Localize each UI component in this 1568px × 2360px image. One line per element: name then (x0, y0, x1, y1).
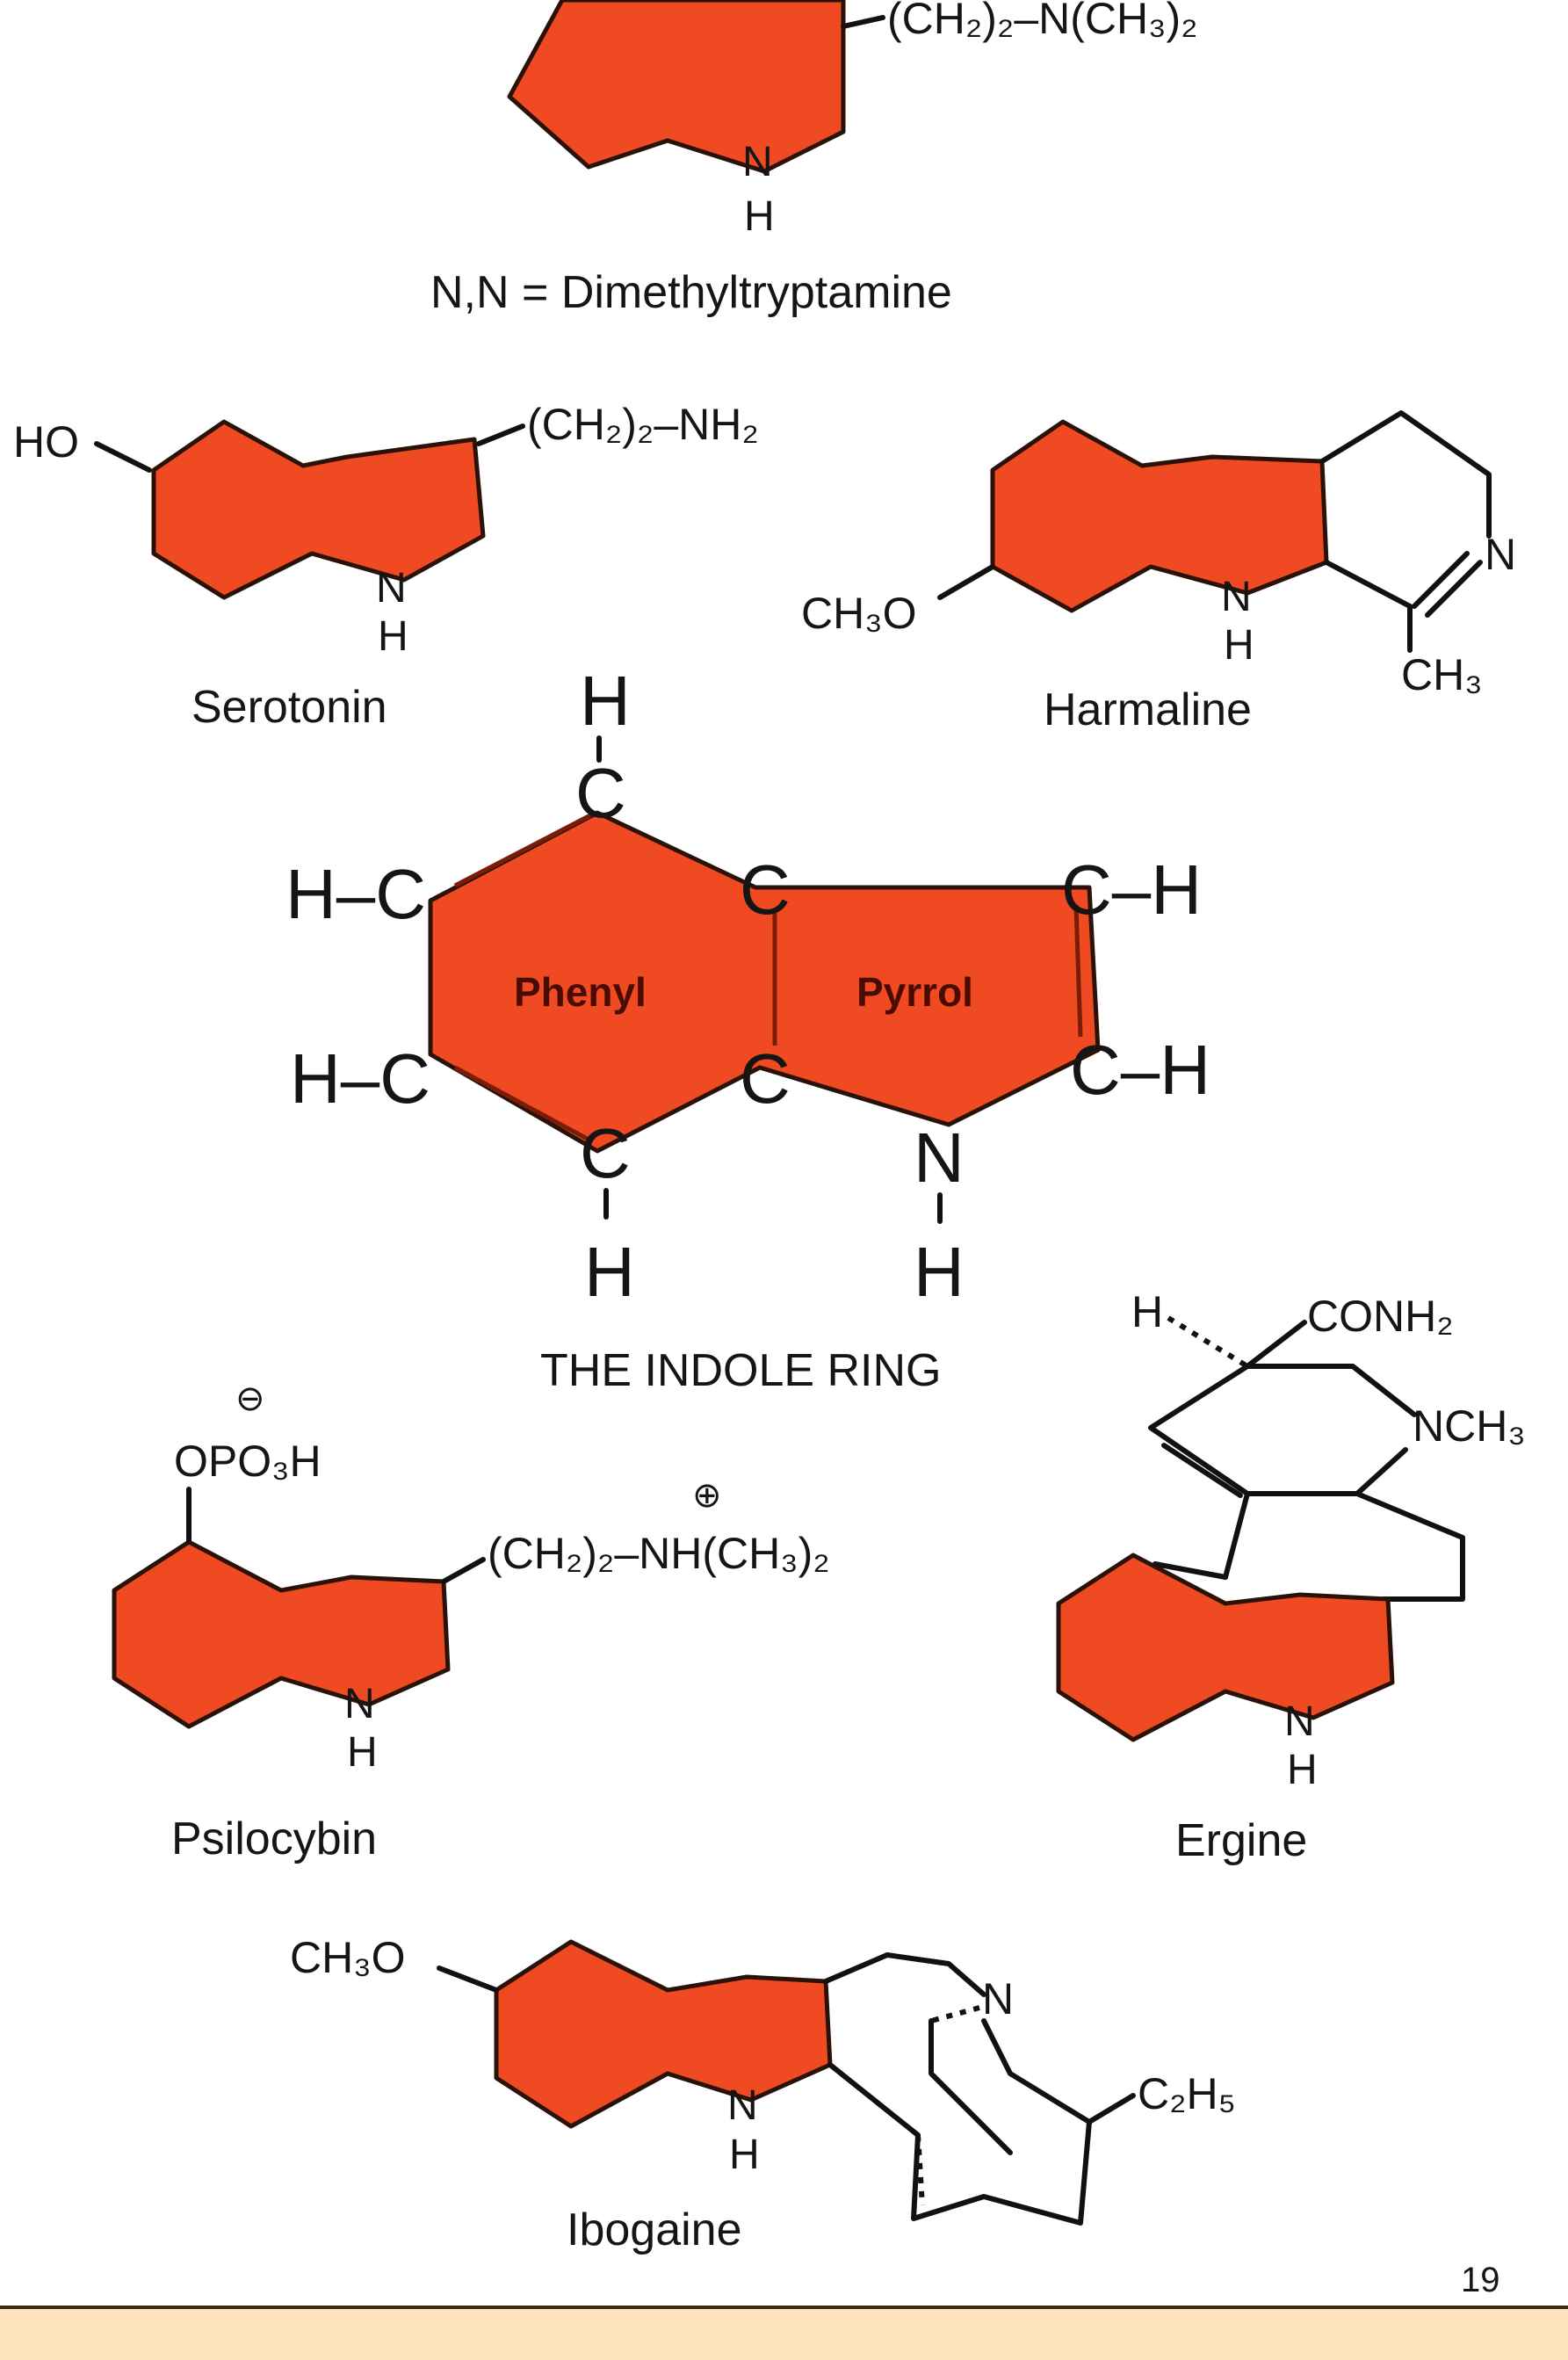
harmaline-methoxy-bond (937, 564, 995, 600)
ibogaine-structure: CH₃O N C₂H₅ N H Ibogaine (290, 1933, 1236, 2255)
indole-c-junction-bottom: C (740, 1039, 791, 1118)
ibogaine-name: Ibogaine (567, 2204, 742, 2255)
footer-band (0, 2309, 1568, 2360)
harmaline-indole-fill (990, 419, 1329, 613)
ergine-hashed-bond (1167, 1315, 1249, 1369)
ergine-amide: CONH₂ (1307, 1292, 1454, 1341)
dmt-nh-h: H (744, 193, 775, 240)
indole-double-bond-bottom (453, 1065, 592, 1143)
serotonin-side-bond (476, 423, 525, 446)
harmaline-nh-n: N (1221, 574, 1252, 620)
ibogaine-methoxy: CH₃O (290, 1933, 405, 1982)
harmaline-methoxy: CH₃O (801, 589, 916, 638)
ergine-right-ring-bonds (1355, 1491, 1465, 1602)
psilocybin-nh-h: H (347, 1729, 378, 1776)
indole-hc-left-lower: H–C (290, 1039, 430, 1118)
ergine-amide-bond (1245, 1320, 1307, 1369)
ergine-nh-h: H (1287, 1747, 1318, 1793)
dmt-name: N,N = Dimethyltryptamine (430, 267, 952, 318)
indole-double-bond-pyrrol (1073, 904, 1083, 1038)
psilocybin-nh-n: N (344, 1681, 375, 1727)
dmt-structure: (CH₂)₂–N(CH₃)₂ N H N,N = Dimethyltryptam… (430, 0, 1198, 318)
harmaline-upper-bonds (1319, 410, 1492, 539)
ibogaine-ethyl: C₂H₅ (1138, 2069, 1236, 2118)
indole-h-bottom-left: H (584, 1233, 635, 1311)
ibogaine-methoxy-bond (437, 1965, 499, 1993)
indole-ch-right-upper: C–H (1061, 851, 1202, 929)
harmaline-cn-bond-a (1412, 551, 1470, 609)
dmt-indole-fill (507, 0, 846, 174)
indole-ring-structure: H C H–C C C–H H–C C C–H C H N H Phenyl P… (285, 662, 1210, 1396)
ibogaine-hashed-cage (915, 2134, 925, 2206)
indole-double-bond-top (453, 813, 592, 888)
ibogaine-hashed-bridge (930, 2005, 980, 2023)
psilocybin-indole-fill (112, 1539, 451, 1729)
ibogaine-cage-bond-a (929, 2018, 1013, 2155)
indole-c-top: C (575, 754, 626, 832)
indole-c-junction-top: C (740, 851, 791, 929)
ergine-nh-n: N (1284, 1698, 1315, 1745)
ergine-ring-link (1153, 1561, 1228, 1580)
dmt-side-bond (841, 15, 885, 29)
ibogaine-nh-n: N (727, 2082, 758, 2129)
ibogaine-nh-h: H (729, 2132, 760, 2178)
indole-phenyl-label: Phenyl (514, 969, 647, 1015)
harmaline-ring-n: N (1485, 530, 1516, 579)
serotonin-nh-h: H (378, 613, 408, 660)
serotonin-name: Serotonin (191, 682, 387, 733)
harmaline-ring-bond (1324, 560, 1413, 609)
psilocybin-phosphate: OPO₃H (174, 1437, 322, 1486)
ergine-junction-bond (1223, 1491, 1250, 1580)
ergine-structure: H CONH₂ NCH₃ N H Ergine (1056, 1287, 1526, 1866)
ibogaine-ethyl-bond (1087, 2093, 1136, 2125)
indole-fill (428, 810, 1101, 1154)
psilocybin-side-chain: (CH₂)₂–NH(CH₃)₂ (488, 1529, 830, 1578)
indole-n: N (914, 1118, 965, 1197)
harmaline-structure: N CH₃ CH₃O N H Harmaline (801, 410, 1516, 735)
indole-hc-left-upper: H–C (285, 855, 426, 933)
serotonin-ho-bond (94, 441, 152, 473)
indole-ch-right-lower: C–H (1070, 1031, 1210, 1109)
ergine-ring-bonds-right (1245, 1447, 1408, 1496)
harmaline-nh-h: H (1224, 622, 1254, 669)
harmaline-cn-bond-b (1425, 560, 1483, 618)
serotonin-nh-n: N (376, 565, 407, 612)
ibogaine-upper-bridge (823, 1952, 986, 1997)
ergine-upper-ring-bonds (1245, 1364, 1417, 1417)
indole-h-top: H (580, 662, 631, 740)
indole-pyrrol-label: Pyrrol (856, 969, 973, 1015)
ibogaine-indole-fill (494, 1939, 833, 2129)
ergine-ring-double-bond (1161, 1443, 1243, 1498)
indole-title: THE INDOLE RING (540, 1345, 942, 1396)
psilocybin-structure: ⊖ OPO₃H ⊕ (CH₂)₂–NH(CH₃)₂ N H Psilocybin (112, 1379, 830, 1864)
indole-h-bottom-right: H (914, 1233, 965, 1311)
harmaline-methyl: CH₃ (1401, 650, 1483, 699)
psilocybin-minus-sign: ⊖ (235, 1379, 265, 1418)
psilocybin-side-bond (441, 1557, 486, 1584)
psilocybin-name: Psilocybin (171, 1813, 377, 1864)
ergine-indole-fill (1056, 1553, 1395, 1742)
dmt-nh-n: N (742, 139, 773, 185)
ibogaine-cage-ring (827, 2018, 1092, 2226)
dmt-side-chain: (CH₂)₂–N(CH₃)₂ (887, 0, 1198, 43)
serotonin-indole-fill (151, 419, 486, 600)
serotonin-side-chain: (CH₂)₂–NH₂ (527, 400, 759, 449)
page-number: 19 (1461, 2261, 1500, 2299)
indole-c-bottom: C (580, 1114, 631, 1192)
ibogaine-bridge-n: N (982, 1974, 1014, 2023)
ergine-ring-bonds-left (1148, 1364, 1250, 1496)
harmaline-name: Harmaline (1044, 684, 1252, 735)
psilocybin-plus-sign: ⊕ (692, 1476, 722, 1515)
serotonin-ho: HO (13, 417, 79, 467)
ergine-h-label: H (1131, 1287, 1163, 1336)
ergine-nmethyl: NCH₃ (1413, 1401, 1526, 1451)
serotonin-structure: HO (CH₂)₂–NH₂ N H Serotonin (13, 400, 759, 733)
ergine-name: Ergine (1175, 1815, 1307, 1866)
